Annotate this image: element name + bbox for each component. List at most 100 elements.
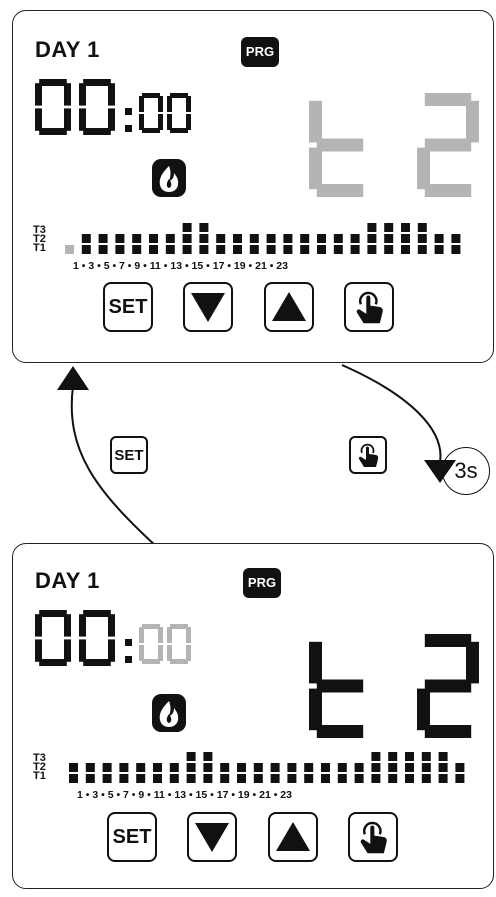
- hour-12-level-2-block: [249, 234, 259, 243]
- set-button[interactable]: SET: [103, 282, 153, 332]
- time-hours: [35, 79, 115, 135]
- hour-20-level-1-block: [388, 774, 398, 783]
- ok-button[interactable]: [348, 812, 398, 862]
- program-code: [309, 93, 479, 197]
- hour-22-level-3-block: [417, 223, 427, 232]
- hour-3-level-2-block: [102, 763, 112, 772]
- program-code: [309, 634, 479, 738]
- hour-22-level-1-block: [421, 774, 431, 783]
- digit-segment: [170, 93, 188, 98]
- digit-segment: [170, 624, 188, 629]
- hand-pointer-icon: [360, 821, 387, 854]
- digit-segment: [108, 83, 115, 106]
- hour-22-level-3-block: [421, 752, 431, 761]
- digit-segment: [424, 93, 472, 106]
- digit-segment: [417, 147, 430, 190]
- hour-13-level-2-block: [266, 234, 276, 243]
- hour-axis-labels: 1 • 3 • 5 • 7 • 9 • 11 • 13 • 15 • 17 • …: [77, 789, 292, 801]
- set-button[interactable]: SET: [107, 812, 157, 862]
- hour-7-level-2-block: [165, 234, 175, 243]
- hour-1-level-1-block: [69, 774, 78, 783]
- hour-20-level-3-block: [384, 223, 394, 232]
- day-label: DAY 1: [35, 568, 100, 593]
- clock-and-code: [35, 610, 479, 783]
- set-button-label: SET: [108, 296, 148, 318]
- digit-segment: [142, 659, 160, 664]
- time-colon: [125, 108, 132, 132]
- digit-segment: [139, 645, 144, 661]
- hour-11-level-2-block: [237, 763, 246, 772]
- hour-23-level-2-block: [434, 234, 444, 243]
- hour-24-level-1-block: [455, 774, 465, 783]
- up-button[interactable]: [264, 282, 314, 332]
- hour-7-level-2-block: [169, 763, 179, 772]
- digit-segment: [316, 184, 364, 197]
- digit-segment: [79, 639, 86, 662]
- hour-5-level-1-block: [136, 774, 146, 783]
- digit-segment: [316, 679, 364, 693]
- hour-21-level-3-block: [401, 223, 410, 232]
- hour-18-level-1-block: [350, 245, 360, 254]
- hour-21-level-3-block: [405, 752, 414, 761]
- hour-20-level-1-block: [384, 245, 394, 254]
- digit-segment: [167, 645, 172, 661]
- hour-3-level-1-block: [98, 245, 108, 254]
- hour-2-level-2-block: [81, 234, 91, 243]
- hour-20-level-2-block: [388, 763, 398, 772]
- hour-14-level-2-block: [287, 763, 297, 772]
- digit-segment: [83, 610, 111, 617]
- digit-segment: [108, 108, 115, 131]
- ok-button[interactable]: [344, 282, 394, 332]
- down-button[interactable]: [183, 282, 233, 332]
- clock-and-code: [35, 79, 479, 254]
- digit-segment: [167, 114, 172, 130]
- hour-11-level-1-block: [233, 245, 242, 254]
- digit-segment: [79, 108, 86, 131]
- hour-digit-0: [35, 79, 71, 135]
- code-char-1: [417, 93, 479, 197]
- hour-8-level-3-block: [182, 223, 192, 232]
- hour-11-level-2-block: [233, 234, 242, 243]
- digit-segment: [170, 659, 188, 664]
- level-t3-label: T3: [33, 224, 46, 236]
- hour-9-level-3-block: [203, 752, 213, 761]
- digit-segment: [39, 659, 67, 666]
- digit-segment: [35, 83, 42, 106]
- hour-1-level-1-block: [65, 245, 74, 254]
- daily-program-bars: [69, 752, 465, 783]
- digit-segment: [424, 725, 472, 738]
- hour-8-level-2-block: [186, 763, 196, 772]
- hour-14-level-1-block: [287, 774, 297, 783]
- hour-5-level-2-block: [136, 763, 146, 772]
- time-minutes: [139, 93, 191, 133]
- hour-21-level-1-block: [405, 774, 414, 783]
- up-button[interactable]: [268, 812, 318, 862]
- triangle-up-icon: [276, 822, 310, 851]
- digit-segment: [424, 184, 472, 197]
- level-labels: T3 T2 T1: [33, 753, 46, 782]
- hour-23-level-3-block: [438, 752, 448, 761]
- digit-segment: [466, 100, 479, 143]
- digit-segment: [186, 96, 191, 112]
- hour-16-level-1-block: [321, 774, 330, 783]
- hour-21-level-2-block: [405, 763, 414, 772]
- hour-9-level-1-block: [199, 245, 209, 254]
- minute-digit-1: [167, 93, 191, 133]
- level-labels: T3 T2 T1: [33, 224, 46, 254]
- hour-24-level-2-block: [451, 234, 461, 243]
- digit-segment: [158, 96, 163, 112]
- digit-segment: [108, 639, 115, 662]
- digit-segment: [64, 614, 71, 637]
- triangle-down-icon: [195, 823, 229, 852]
- hour-14-level-2-block: [283, 234, 293, 243]
- digit-segment: [139, 627, 144, 643]
- hour-18-level-2-block: [354, 763, 364, 772]
- hour-15-level-2-block: [300, 234, 310, 243]
- hour-2-level-2-block: [85, 763, 95, 772]
- hour-6-level-2-block: [153, 763, 162, 772]
- daily-program-bars: [65, 223, 461, 254]
- down-button[interactable]: [187, 812, 237, 862]
- hour-15-level-1-block: [304, 774, 314, 783]
- level-t1-label: T1: [33, 242, 46, 254]
- hour-digit-1: [79, 79, 115, 135]
